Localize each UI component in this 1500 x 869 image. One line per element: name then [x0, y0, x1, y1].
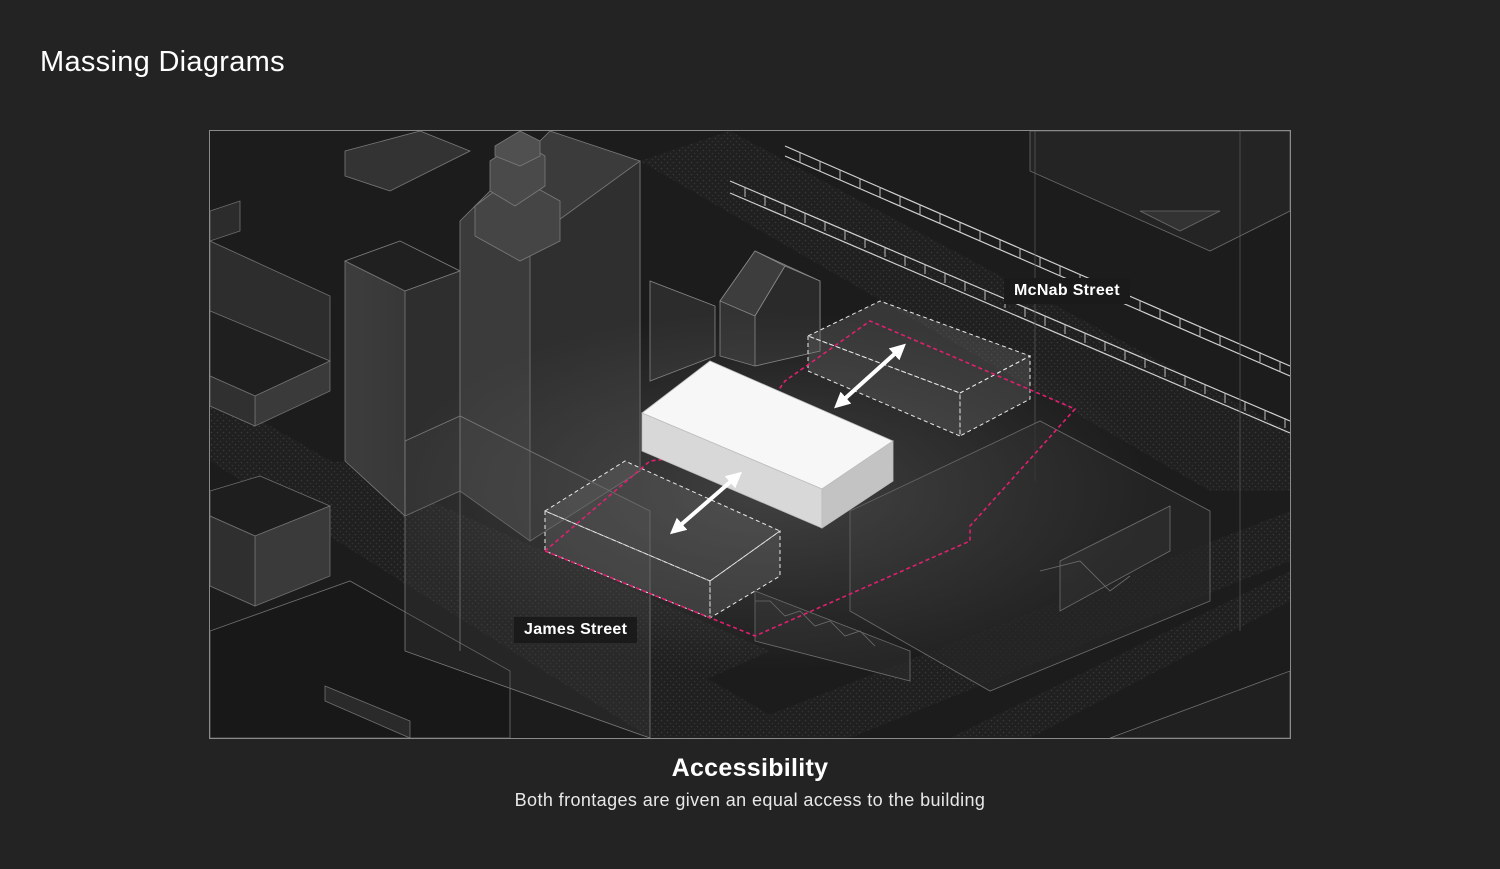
- page-title: Massing Diagrams: [40, 46, 285, 78]
- double-arrow-icon: [834, 343, 906, 409]
- context-buildings-left: [210, 200, 511, 738]
- massing-diagram: McNab Street James Street: [209, 130, 1291, 739]
- proposed-mass: [641, 360, 894, 529]
- caption-text: Both frontages are given an equal access…: [514, 790, 986, 810]
- street-label-mcnab: McNab Street: [1004, 278, 1130, 304]
- massing-diagram-svg: [210, 131, 1290, 738]
- site-boundary: [544, 320, 1077, 637]
- rail-ties: [744, 153, 1286, 428]
- ghost-mass-james: [543, 460, 781, 619]
- caption-title: Accessibility: [671, 754, 829, 782]
- double-arrow-icon: [669, 471, 743, 535]
- street-label-james: James Street: [514, 617, 638, 643]
- context-buildings-upper-right: [1029, 131, 1290, 631]
